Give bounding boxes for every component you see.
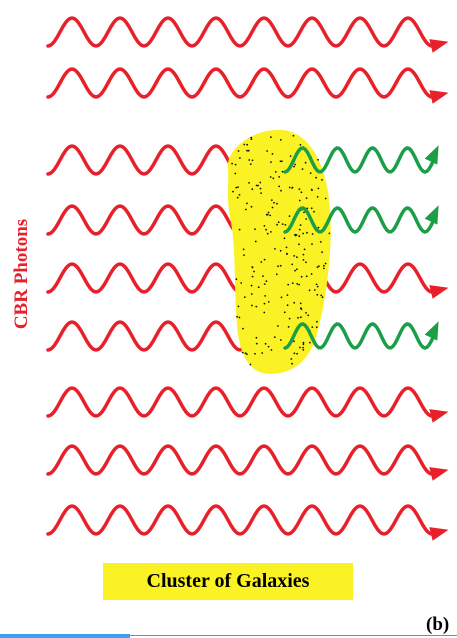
galaxy-cluster-blob [227,129,331,374]
bottom-rule-accent [0,634,130,638]
panel-label: (b) [426,614,450,635]
photon-wave-1 [46,16,434,48]
cbr-photons-label: CBR Photons [11,218,32,330]
photon-arrowheads [424,39,449,541]
photon-wave-2 [46,67,434,99]
arrowhead-7 [429,409,449,423]
arrowhead-4 [424,205,439,225]
arrowhead-5 [429,285,449,299]
photon-wave-8 [46,444,434,476]
scattered-wave-6 [283,322,435,350]
galaxy-dots [231,134,331,366]
bottom-rule-line [130,635,457,636]
scattered-wave-3 [283,146,435,174]
photon-wave-7 [46,386,434,418]
arrowhead-1 [429,39,449,53]
arrowhead-2 [429,90,449,104]
scattered-photon-waves [283,146,435,350]
scattered-wave-4 [283,206,435,234]
arrowhead-3 [424,145,439,165]
cluster-of-galaxies-label: Cluster of Galaxies [103,563,353,600]
arrowhead-6 [424,321,439,341]
arrowhead-8 [429,467,449,481]
photon-wave-9 [46,504,434,536]
bottom-rule [0,634,457,638]
arrowhead-9 [429,527,449,541]
